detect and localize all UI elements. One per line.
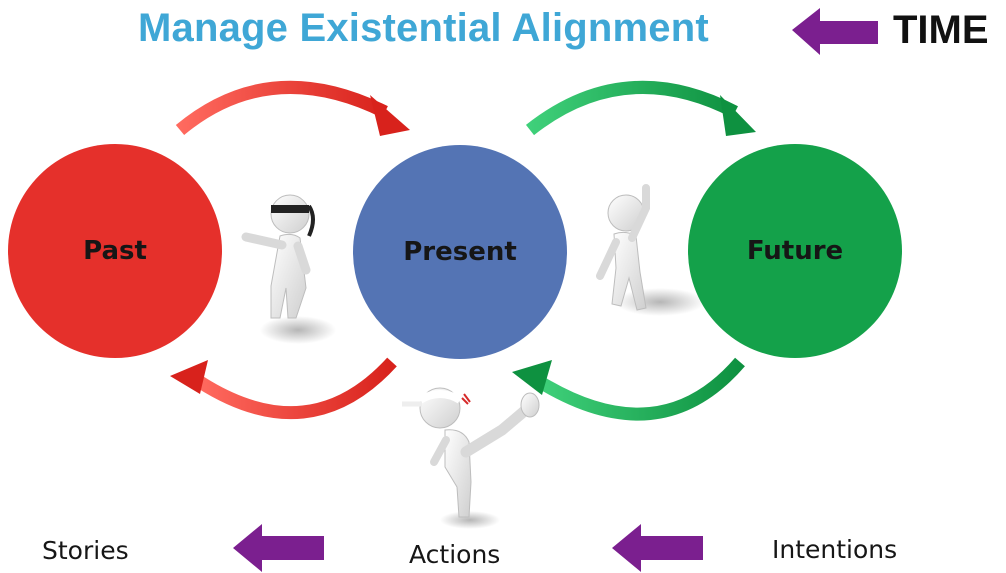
past-label: Past (83, 236, 147, 266)
curved-red-arrow-icon (170, 357, 397, 420)
future-circle: Future (688, 144, 902, 358)
intentions-label: Intentions (772, 535, 898, 564)
past-circle: Past (8, 144, 222, 358)
stories-label: Stories (42, 536, 129, 565)
stick-figure-kicker-icon (402, 387, 540, 529)
present-circle: Present (353, 145, 567, 359)
purple-left-arrow-icon (233, 524, 324, 572)
actions-label: Actions (409, 540, 501, 569)
curved-red-arrow-icon (175, 80, 410, 136)
curved-green-arrow-icon (512, 357, 745, 421)
present-label: Present (403, 237, 517, 267)
stick-figure-thinker-icon (596, 184, 705, 316)
curved-green-arrow-icon (525, 80, 756, 136)
stick-figure-fighter-icon (241, 194, 336, 344)
purple-left-arrow-icon (612, 524, 703, 572)
page-title: Manage Existential Alignment (138, 6, 709, 50)
future-label: Future (746, 236, 844, 266)
purple-left-arrow-icon (792, 8, 878, 55)
time-label: TIME (893, 8, 989, 52)
